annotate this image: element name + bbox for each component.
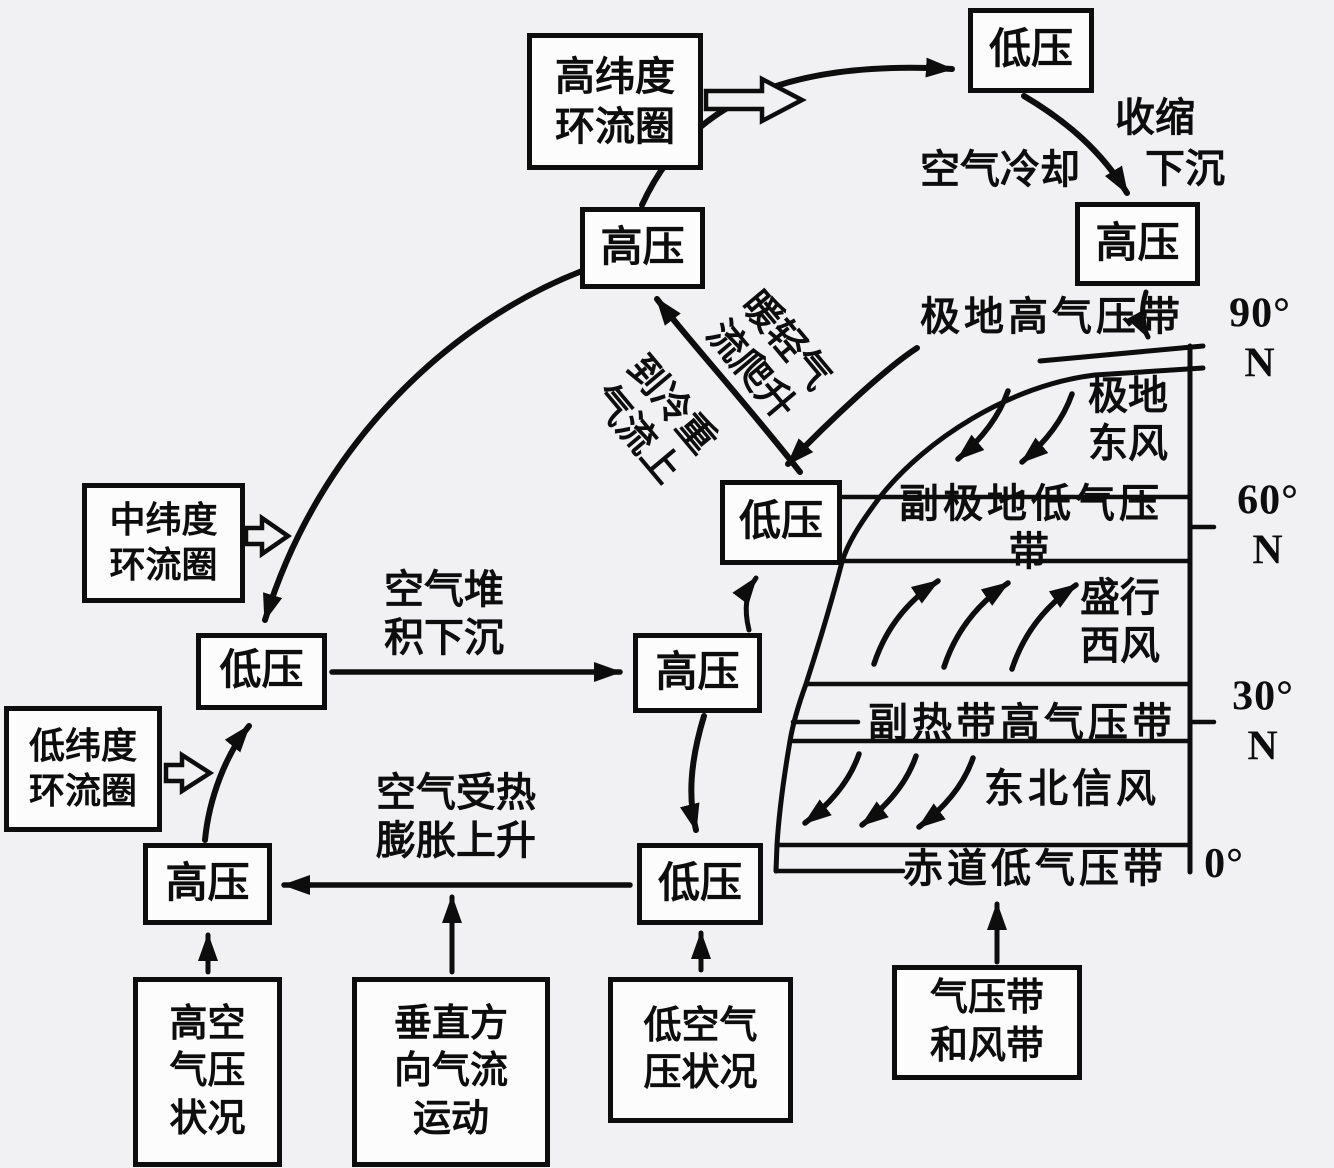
note-vertical-airflow-box: 垂直方 向气流 运动 (352, 977, 550, 1167)
note-pressure-wind-belts-box: 气压带 和风带 (892, 965, 1082, 1080)
wind-label-westerlies: 盛行 西风 (1080, 575, 1160, 668)
westerly-arrow (1009, 582, 1079, 672)
low-pressure-polar-aloft-box: 低压 (968, 8, 1094, 93)
latitude-label-0: 0° (1204, 840, 1244, 887)
cell-high-latitude-box: 高纬度 环流圈 (527, 33, 703, 170)
polar-easterly-arrow (955, 388, 1011, 462)
annotation-pile-up-sink: 空气堆 积下沉 (384, 567, 504, 660)
arrow-sink-to-polar-surface (1126, 289, 1151, 340)
belt-label-subpolar-low: 副极地低气压带 (899, 481, 1163, 574)
belt-label-polar-high: 极地高气压带 (920, 294, 1184, 339)
low-pressure-60n-surface-box: 低压 (720, 480, 842, 565)
band-left-boundary (773, 365, 1206, 874)
cell-low-latitude-arrow (163, 750, 215, 796)
westerly-arrow (871, 578, 941, 667)
annotation-heated-expand-rise: 空气受热 膨胀上升 (376, 770, 536, 863)
ne-trade-arrow (916, 755, 976, 830)
latitude-label-30n: 30° N (1232, 673, 1294, 770)
belt-label-subtropical-high: 副热带高气压带 (868, 700, 1176, 745)
low-pressure-30n-aloft-box: 低压 (196, 633, 327, 710)
note-surface-air-pressure-box: 低空气 压状况 (608, 977, 793, 1123)
low-pressure-equator-surface-box: 低压 (637, 843, 763, 925)
arrow-westerly-to-60n-low (732, 575, 759, 633)
high-pressure-equator-aloft-box: 高压 (143, 843, 272, 925)
cell-low-latitude-box: 低纬度 环流圈 (4, 706, 162, 832)
latitude-label-90n: 90° N (1229, 290, 1291, 387)
wind-label-ne-trades: 东北信风 (984, 766, 1160, 811)
cell-mid-latitude-box: 中纬度 环流圈 (82, 483, 245, 603)
belt-label-equatorial-low: 赤道低气压带 (903, 846, 1167, 891)
cell-high-latitude-arrow (703, 75, 807, 125)
cell-mid-latitude-arrow (243, 513, 292, 559)
polar-easterly-arrow (1019, 391, 1075, 465)
arrow-polar-cool-sink (1021, 93, 1130, 196)
arrow-equator-rise-aloft (202, 723, 252, 843)
note-upper-air-pressure-box: 高空 气压 状况 (133, 977, 282, 1167)
annotation-air-cools: 空气冷却 (920, 147, 1080, 192)
annotation-sink: 下沉 (1145, 146, 1225, 191)
arrow-warm-air-climb (654, 296, 803, 475)
arrow-aloft-60n-to-30n (262, 268, 585, 623)
ne-trade-arrow (802, 751, 862, 826)
high-pressure-polar-surface-box: 高压 (1075, 202, 1200, 286)
high-pressure-60n-aloft-box: 高压 (580, 207, 705, 289)
arrow-polar-outflow (785, 345, 920, 467)
arrow-sink-to-30n-surface (680, 713, 707, 833)
annotation-contract: 收缩 (1115, 95, 1195, 140)
ne-trade-arrow (859, 753, 919, 828)
westerly-arrow (941, 580, 1011, 670)
latitude-line-90n (1037, 343, 1206, 364)
wind-label-polar-easterlies: 极地 东风 (1088, 373, 1168, 466)
latitude-label-60n: 60° N (1237, 477, 1299, 574)
high-pressure-30n-surface-box: 高压 (633, 633, 762, 713)
